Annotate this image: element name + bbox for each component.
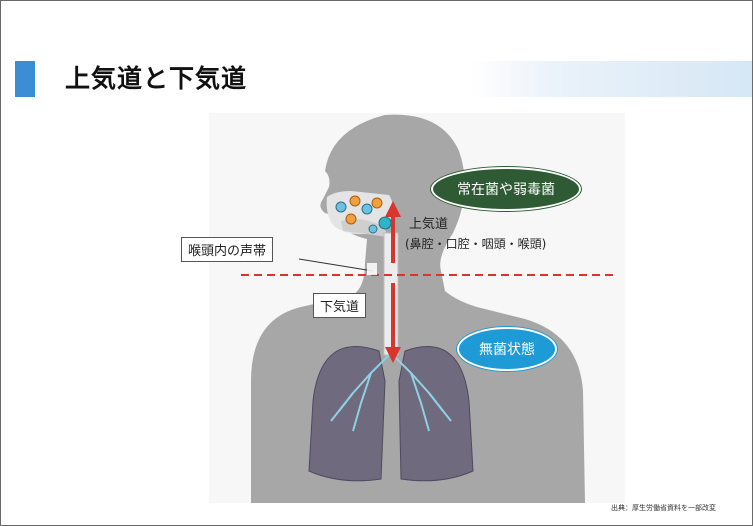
- title-bar: 上気道と下気道: [1, 61, 752, 97]
- lower-airway-label: 下気道: [313, 293, 367, 318]
- source-note: 出典：厚生労働省資料を一部改変: [611, 504, 716, 512]
- lower-airway-arrow: [385, 283, 401, 363]
- sterile-bubble: 無菌状態: [457, 327, 557, 371]
- title-gradient-band: [471, 61, 752, 97]
- bacteria-bubble: 常在菌や弱毒菌: [431, 167, 581, 211]
- upper-airway-label: 上気道: [409, 217, 449, 232]
- page-title: 上気道と下気道: [65, 64, 248, 93]
- larynx-marker: [367, 263, 377, 275]
- vocal-cords-label: 喉頭内の声帯: [181, 237, 274, 262]
- title-accent-bar: [15, 61, 35, 97]
- vocal-cords-leader-line: [298, 258, 374, 272]
- bacteria-dots: [335, 195, 392, 234]
- lungs: [308, 346, 474, 482]
- upper-airway-arrow: [385, 201, 401, 263]
- upper-airway-detail-label: (鼻腔・口腔・咽頭・喉頭): [405, 237, 547, 251]
